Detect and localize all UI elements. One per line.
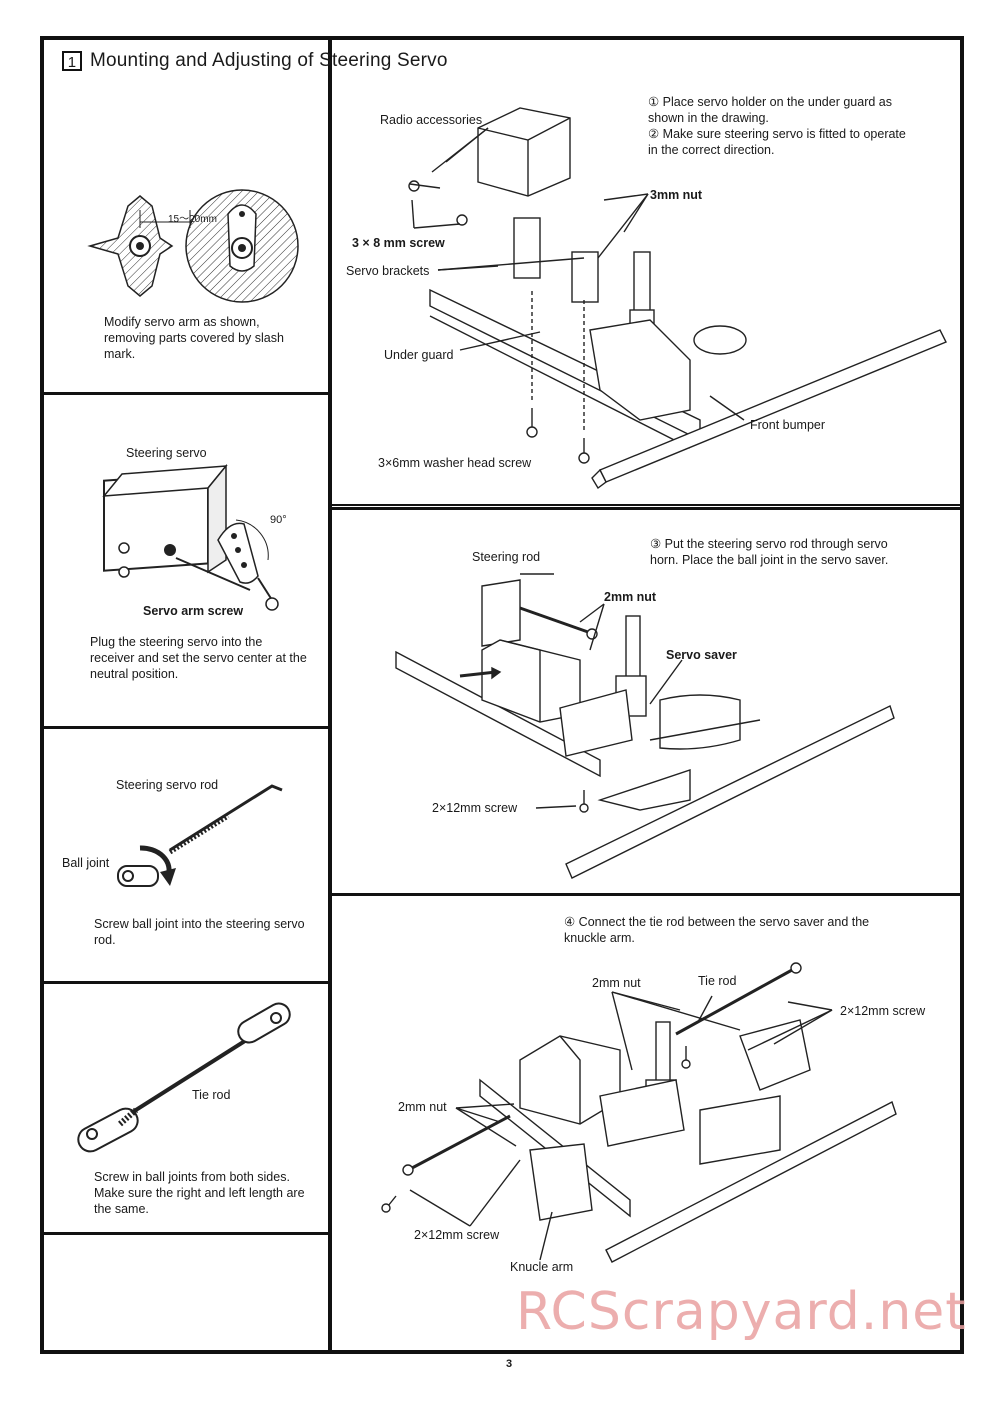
servo-rod-title: Steering servo rod [116,778,219,792]
ball-joint-label: Ball joint [62,856,110,870]
divider-right-1 [330,507,964,510]
servo-saver-label: Servo saver [666,648,737,662]
section-title-text: Mounting and Adjusting of Steering Servo [90,50,448,71]
under-guard-label: Under guard [384,348,454,362]
ball-joint-caption: Screw ball joint into the steering servo… [94,917,305,947]
steering-rod-label: Steering rod [472,550,541,564]
mounting-instruction-2: ② Make sure steering servo is fitted to … [648,127,906,157]
servo-rod-instruction: ③ Put the steering servo rod through ser… [650,537,889,567]
servo-angle-label: 90° [270,514,287,526]
divider-right-2 [330,893,964,896]
nut-2mm-label: 2mm nut [604,590,657,604]
knuckle-arm-label: Knucle arm [510,1260,574,1274]
divider-left-3 [40,981,330,984]
column-divider [328,36,332,1354]
radio-accessories-label: Radio accessories [380,113,483,127]
servo-arm-screw-label: Servo arm screw [143,604,244,618]
site-watermark: RCScrapyard.net [516,1282,967,1342]
step-number-box: 1 [62,51,82,71]
nut-2mm-left-label: 2mm nut [398,1100,447,1114]
washer-screw-label: 3×6mm washer head screw [378,456,532,470]
servo-arm-caption: Modify servo arm as shown, removing part… [104,315,284,361]
divider-left-1 [40,392,330,395]
screw-2x12-bottom-label: 2×12mm screw [414,1228,500,1242]
tie-rod-label: Tie rod [698,974,737,988]
steering-servo-title: Steering servo [126,446,207,460]
screw-2x12-right-label: 2×12mm screw [840,1004,926,1018]
tie-rod-caption: Screw in ball joints from both sides. Ma… [94,1170,305,1216]
servo-arm-dimension: 15～20mm [168,214,217,225]
section-title: 1 Mounting and Adjusting of Steering Ser… [62,50,448,72]
steering-servo-caption: Plug the steering servo into the receive… [90,635,307,681]
screw-2x12-label: 2×12mm screw [432,801,518,815]
divider-right-mid [330,504,964,506]
tie-rod-title: Tie rod [192,1088,231,1102]
page-number: 3 [506,1358,513,1370]
page-frame [40,36,964,1354]
front-bumper-label: Front bumper [750,418,826,432]
servo-brackets-label: Servo brackets [346,264,430,278]
tie-rod-instruction: ④ Connect the tie rod between the servo … [564,915,870,945]
divider-left-4 [40,1232,330,1235]
divider-left-2 [40,726,330,729]
nut-3mm-label: 3mm nut [650,188,703,202]
mounting-instruction-1: ① Place servo holder on the under guard … [648,95,892,125]
screw-3x8-label: 3 × 8 mm screw [352,236,445,250]
nut-2mm-top-label: 2mm nut [592,976,641,990]
